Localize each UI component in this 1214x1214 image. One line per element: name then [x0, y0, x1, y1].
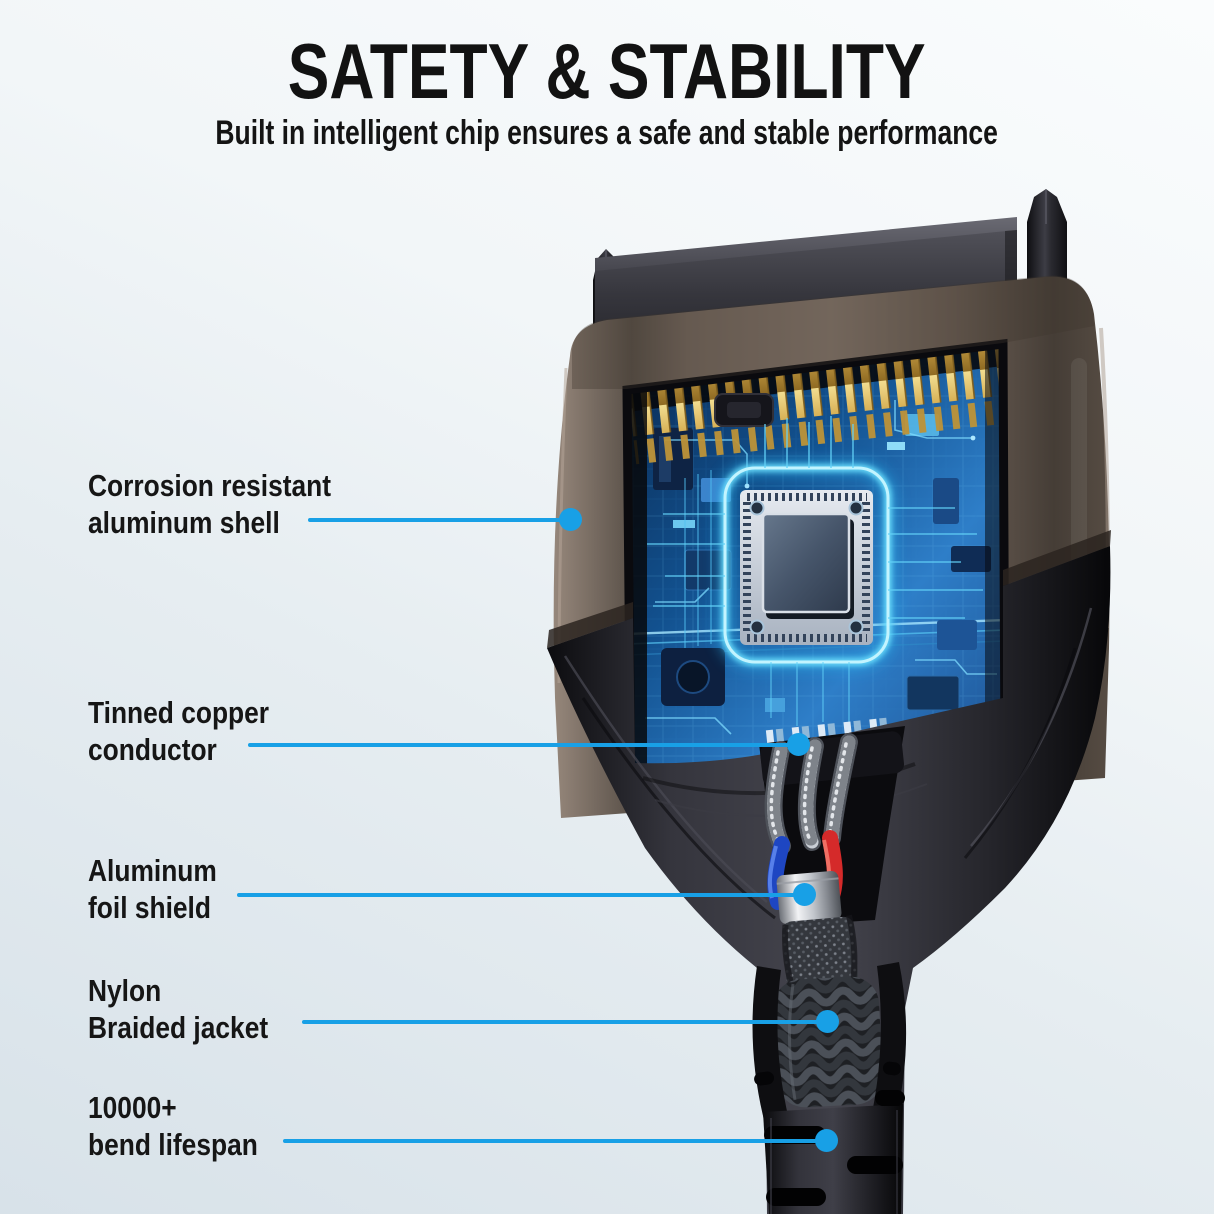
callout-label-braided-jacket: Nylon Braided jacket [88, 973, 269, 1045]
callout-dot [815, 1129, 838, 1152]
intelligent-chip [717, 460, 896, 670]
callout-line [237, 893, 804, 897]
callout-dot [793, 883, 816, 906]
callout-line [302, 1020, 827, 1024]
page-title: SATETY & STABILITY [288, 27, 926, 115]
chip-screws [749, 500, 864, 635]
tinned-copper-wires [764, 733, 858, 855]
product-illustration [547, 189, 1111, 1214]
page-subtitle: Built in intelligent chip ensures a safe… [215, 114, 999, 152]
braided-jacket [773, 976, 883, 1108]
callout-line [308, 518, 570, 522]
callout-dot [559, 508, 582, 531]
blue-wire [767, 836, 790, 910]
jacket-wall-right [871, 962, 907, 1122]
callout-label-bend-lifespan: 10000+ bend lifespan [88, 1090, 258, 1162]
callout-dot [787, 733, 810, 756]
callout-label-foil-shield: Aluminum foil shield [88, 853, 217, 925]
chip-die [761, 512, 851, 614]
header: SATETY & STABILITY Built in intelligent … [0, 0, 1214, 150]
callout-line [248, 743, 798, 747]
callout-dot [816, 1010, 839, 1033]
callout-label-copper-conductor: Tinned copper conductor [88, 695, 270, 767]
knurled-collar [782, 914, 859, 990]
callout-label-aluminum-shell: Corrosion resistant aluminum shell [88, 468, 332, 540]
callout-line [283, 1139, 826, 1143]
circuit-board [627, 344, 1005, 802]
